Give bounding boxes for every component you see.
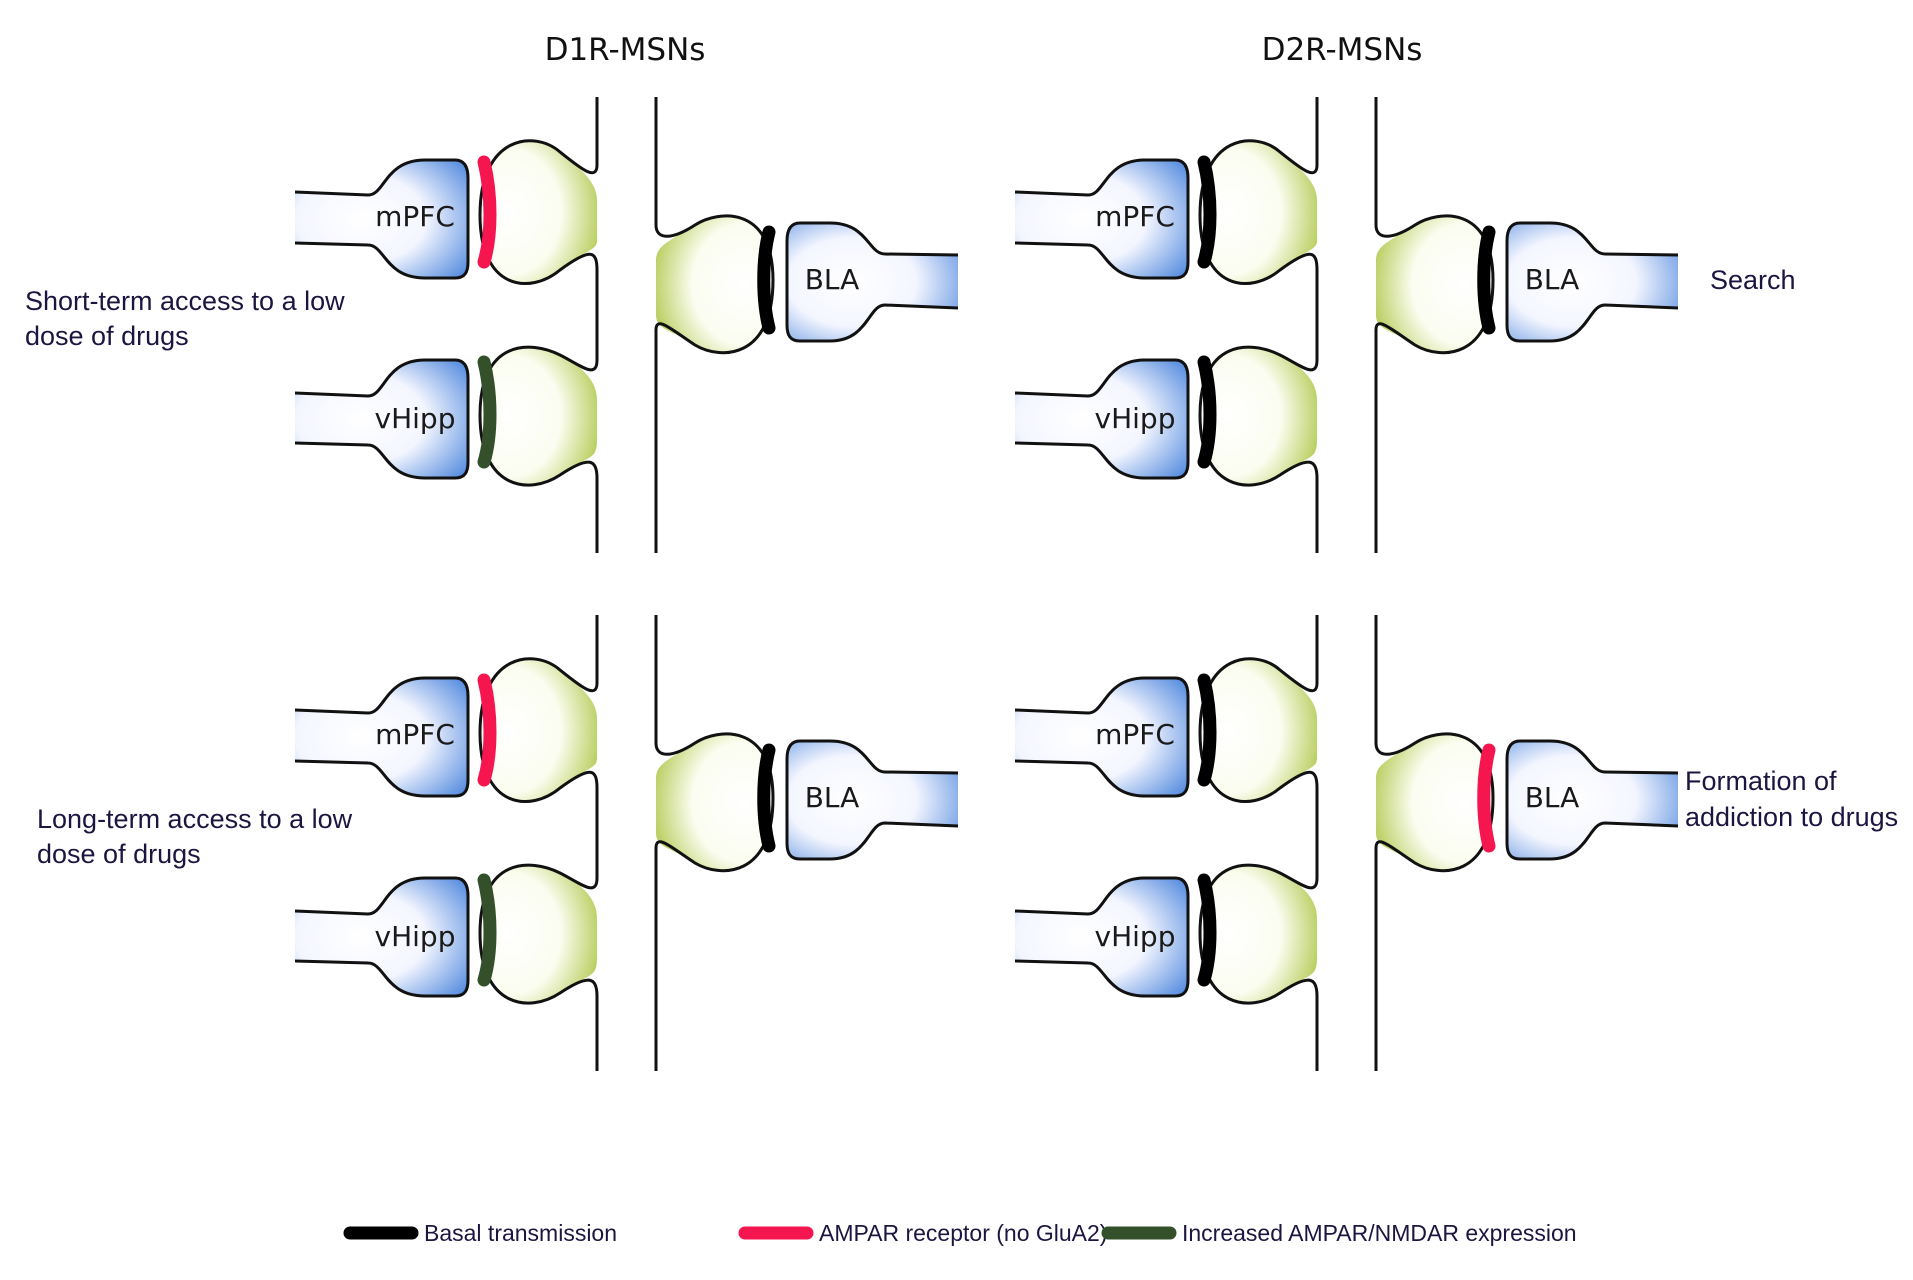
dendrite-left xyxy=(1198,97,1319,553)
dendrite-right xyxy=(654,615,775,1071)
dendrite-right xyxy=(1374,97,1495,553)
synapse-mpfc xyxy=(1197,673,1217,787)
terminal-vhipp xyxy=(1014,358,1190,480)
spine-bla xyxy=(1376,215,1493,353)
terminal-mpfc xyxy=(1014,158,1190,280)
synapse-vhipp xyxy=(1197,873,1217,987)
spine-bla xyxy=(1376,733,1493,871)
outcome-search: Search xyxy=(1710,265,1796,295)
dendrite-left xyxy=(478,615,599,1071)
spine-mpfc xyxy=(480,658,597,802)
terminal-mpfc xyxy=(294,158,470,280)
column-title-d2r: D2R-MSNs xyxy=(1262,32,1423,68)
label-vhipp: vHipp xyxy=(1095,920,1176,953)
synapse-vhipp xyxy=(477,873,497,987)
synapse-mpfc xyxy=(477,673,497,787)
outcome-addiction: Formation of addiction to drugs xyxy=(1685,766,1898,832)
synapse-bla xyxy=(1477,225,1496,335)
dendrite-left xyxy=(478,97,599,553)
label-mpfc: mPFC xyxy=(375,200,455,233)
terminal-mpfc xyxy=(294,676,470,798)
terminal-mpfc xyxy=(1014,676,1190,798)
terminal-bla xyxy=(1505,221,1679,343)
spine-bla xyxy=(656,215,773,353)
spine-bla xyxy=(656,733,773,871)
synapse-bla xyxy=(1477,743,1496,853)
legend-label-basal: Basal transmission xyxy=(424,1220,617,1246)
spine-vhipp xyxy=(1200,347,1317,486)
dendrite-right xyxy=(654,97,775,553)
label-bla: BLA xyxy=(1525,263,1580,296)
label-bla: BLA xyxy=(1525,781,1580,814)
dendrite-right xyxy=(1374,615,1495,1071)
synapse-vhipp xyxy=(477,355,497,469)
row-label-long-term: Long-term access to a low dose of drugs xyxy=(37,804,360,869)
spine-mpfc xyxy=(480,140,597,284)
label-mpfc: mPFC xyxy=(375,718,455,751)
panel-d1-short: mPFC vHipp BLA xyxy=(294,97,959,553)
spine-vhipp xyxy=(480,865,597,1004)
terminal-bla xyxy=(785,739,959,861)
spine-vhipp xyxy=(1200,865,1317,1004)
row-label-short-term: Short-term access to a low dose of drugs xyxy=(25,286,352,351)
column-title-d1r: D1R-MSNs xyxy=(545,32,706,68)
spine-vhipp xyxy=(480,347,597,486)
synapse-mpfc xyxy=(1197,155,1217,269)
terminal-vhipp xyxy=(294,358,470,480)
panels: mPFCvHippBLAmPFCvHippBLAmPFCvHippBLAmPFC… xyxy=(294,97,1679,1071)
terminal-bla xyxy=(1505,739,1679,861)
terminal-bla xyxy=(785,221,959,343)
synapse-vhipp xyxy=(1197,355,1217,469)
label-bla: BLA xyxy=(805,781,860,814)
label-vhipp: vHipp xyxy=(375,920,456,953)
spine-mpfc xyxy=(1200,658,1317,802)
synapse-bla xyxy=(757,743,776,853)
label-mpfc: mPFC xyxy=(1095,200,1175,233)
legend: Basal transmission AMPAR receptor (no Glu… xyxy=(343,1220,1577,1246)
synapse-mpfc xyxy=(477,155,497,269)
legend-label-ampar: AMPAR receptor (no GluA2) xyxy=(819,1220,1107,1246)
legend-label-increased: Increased AMPAR/NMDAR expression xyxy=(1182,1220,1577,1246)
dendrite-left xyxy=(1198,615,1319,1071)
synapse-bla xyxy=(757,225,776,335)
label-bla: BLA xyxy=(805,263,860,296)
label-vhipp: vHipp xyxy=(375,402,456,435)
label-mpfc: mPFC xyxy=(1095,718,1175,751)
panel-d2-short: mPFC vHipp BLA xyxy=(1014,97,1679,553)
terminal-vhipp xyxy=(294,876,470,998)
spine-mpfc xyxy=(1200,140,1317,284)
terminal-vhipp xyxy=(1014,876,1190,998)
panel-d2-long: mPFC vHipp BLA xyxy=(1014,615,1679,1071)
panel-d1-long: mPFC vHipp BLA xyxy=(294,615,959,1071)
label-vhipp: vHipp xyxy=(1095,402,1176,435)
